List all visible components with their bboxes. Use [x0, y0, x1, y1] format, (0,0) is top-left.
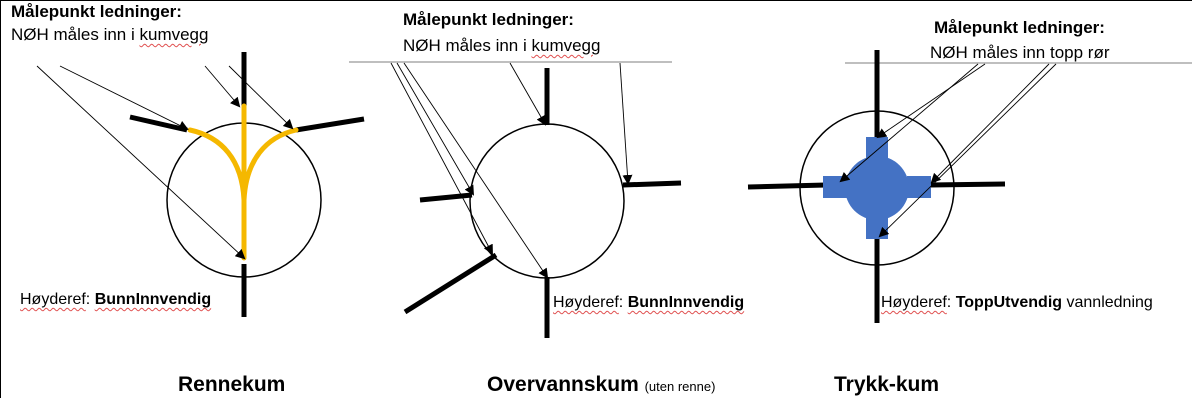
rennekum-flow-channel — [187, 103, 299, 261]
rennekum-pipe-left — [129, 114, 188, 133]
rennekum-caption: Rennekum — [178, 373, 286, 396]
overvannskum-reference-label: Høyderef — [553, 294, 619, 311]
overvannskum-measure-pointers — [390, 62, 633, 279]
trykk-kum-height-reference: Høyderef: ToppUtvendig vannledning — [881, 294, 1153, 311]
trykk-kum-measure-pointers — [839, 63, 1057, 238]
overvannskum-pipe-lower-left — [403, 252, 498, 315]
overvannskum-pipe-right — [622, 180, 682, 188]
overvannskum-caption-text: Overvannskum — [487, 373, 639, 396]
overvannskum-subheading-prefix: NØH måles inn i — [403, 36, 532, 55]
overvannskum-caption-note: (uten renne) — [644, 379, 716, 394]
overvannskum-heading: Målepunkt ledninger: — [403, 10, 574, 29]
trykk-kum-drawing — [747, 50, 1192, 323]
overvannskum-subheading-underlined: kumvegg — [531, 36, 601, 55]
rennekum-subheading-prefix: NØH måles inn i — [11, 25, 140, 44]
rennekum-heading: Målepunkt ledninger: — [11, 2, 182, 21]
trykk-kum-reference-label: Høyderef — [881, 294, 947, 311]
trykk-kum-pipe-right — [929, 181, 1006, 188]
trykk-kum-heading: Målepunkt ledninger: — [934, 18, 1105, 37]
rennekum-height-reference: Høyderef: BunnInnvendig — [20, 291, 212, 308]
trykk-kum-reference-value: ToppUtvendig — [955, 294, 1063, 311]
trykk-kum-pipe-left — [747, 182, 827, 190]
overvannskum-subheading: NØH måles inn i kumvegg — [403, 37, 600, 54]
overvannskum-pipe-left — [419, 192, 473, 203]
overvannskum-reference-value: BunnInnvendig — [627, 294, 745, 311]
rennekum-subheading: NØH måles inn i kumvegg — [11, 26, 208, 43]
overvannskum-height-reference: Høyderef: BunnInnvendig — [553, 294, 745, 311]
overvannskum-caption: Overvannskum (uten renne) — [487, 374, 715, 395]
rennekum-subheading-underlined: kumvegg — [139, 25, 209, 44]
rennekum-reference-label: Høyderef — [20, 291, 86, 308]
trykk-kum-reference-suffix: vannledning — [1062, 294, 1153, 311]
rennekum-pipe-right — [295, 116, 365, 133]
trykk-kum-subheading: NØH måles inn topp rør — [930, 43, 1110, 62]
rennekum-reference-value: BunnInnvendig — [94, 291, 212, 308]
trykk-kum-caption: Trykk-kum — [834, 373, 940, 396]
rennekum-measure-pointers — [36, 65, 294, 260]
rennekum-drawing — [36, 52, 365, 317]
overvannskum-drawing — [349, 61, 682, 338]
